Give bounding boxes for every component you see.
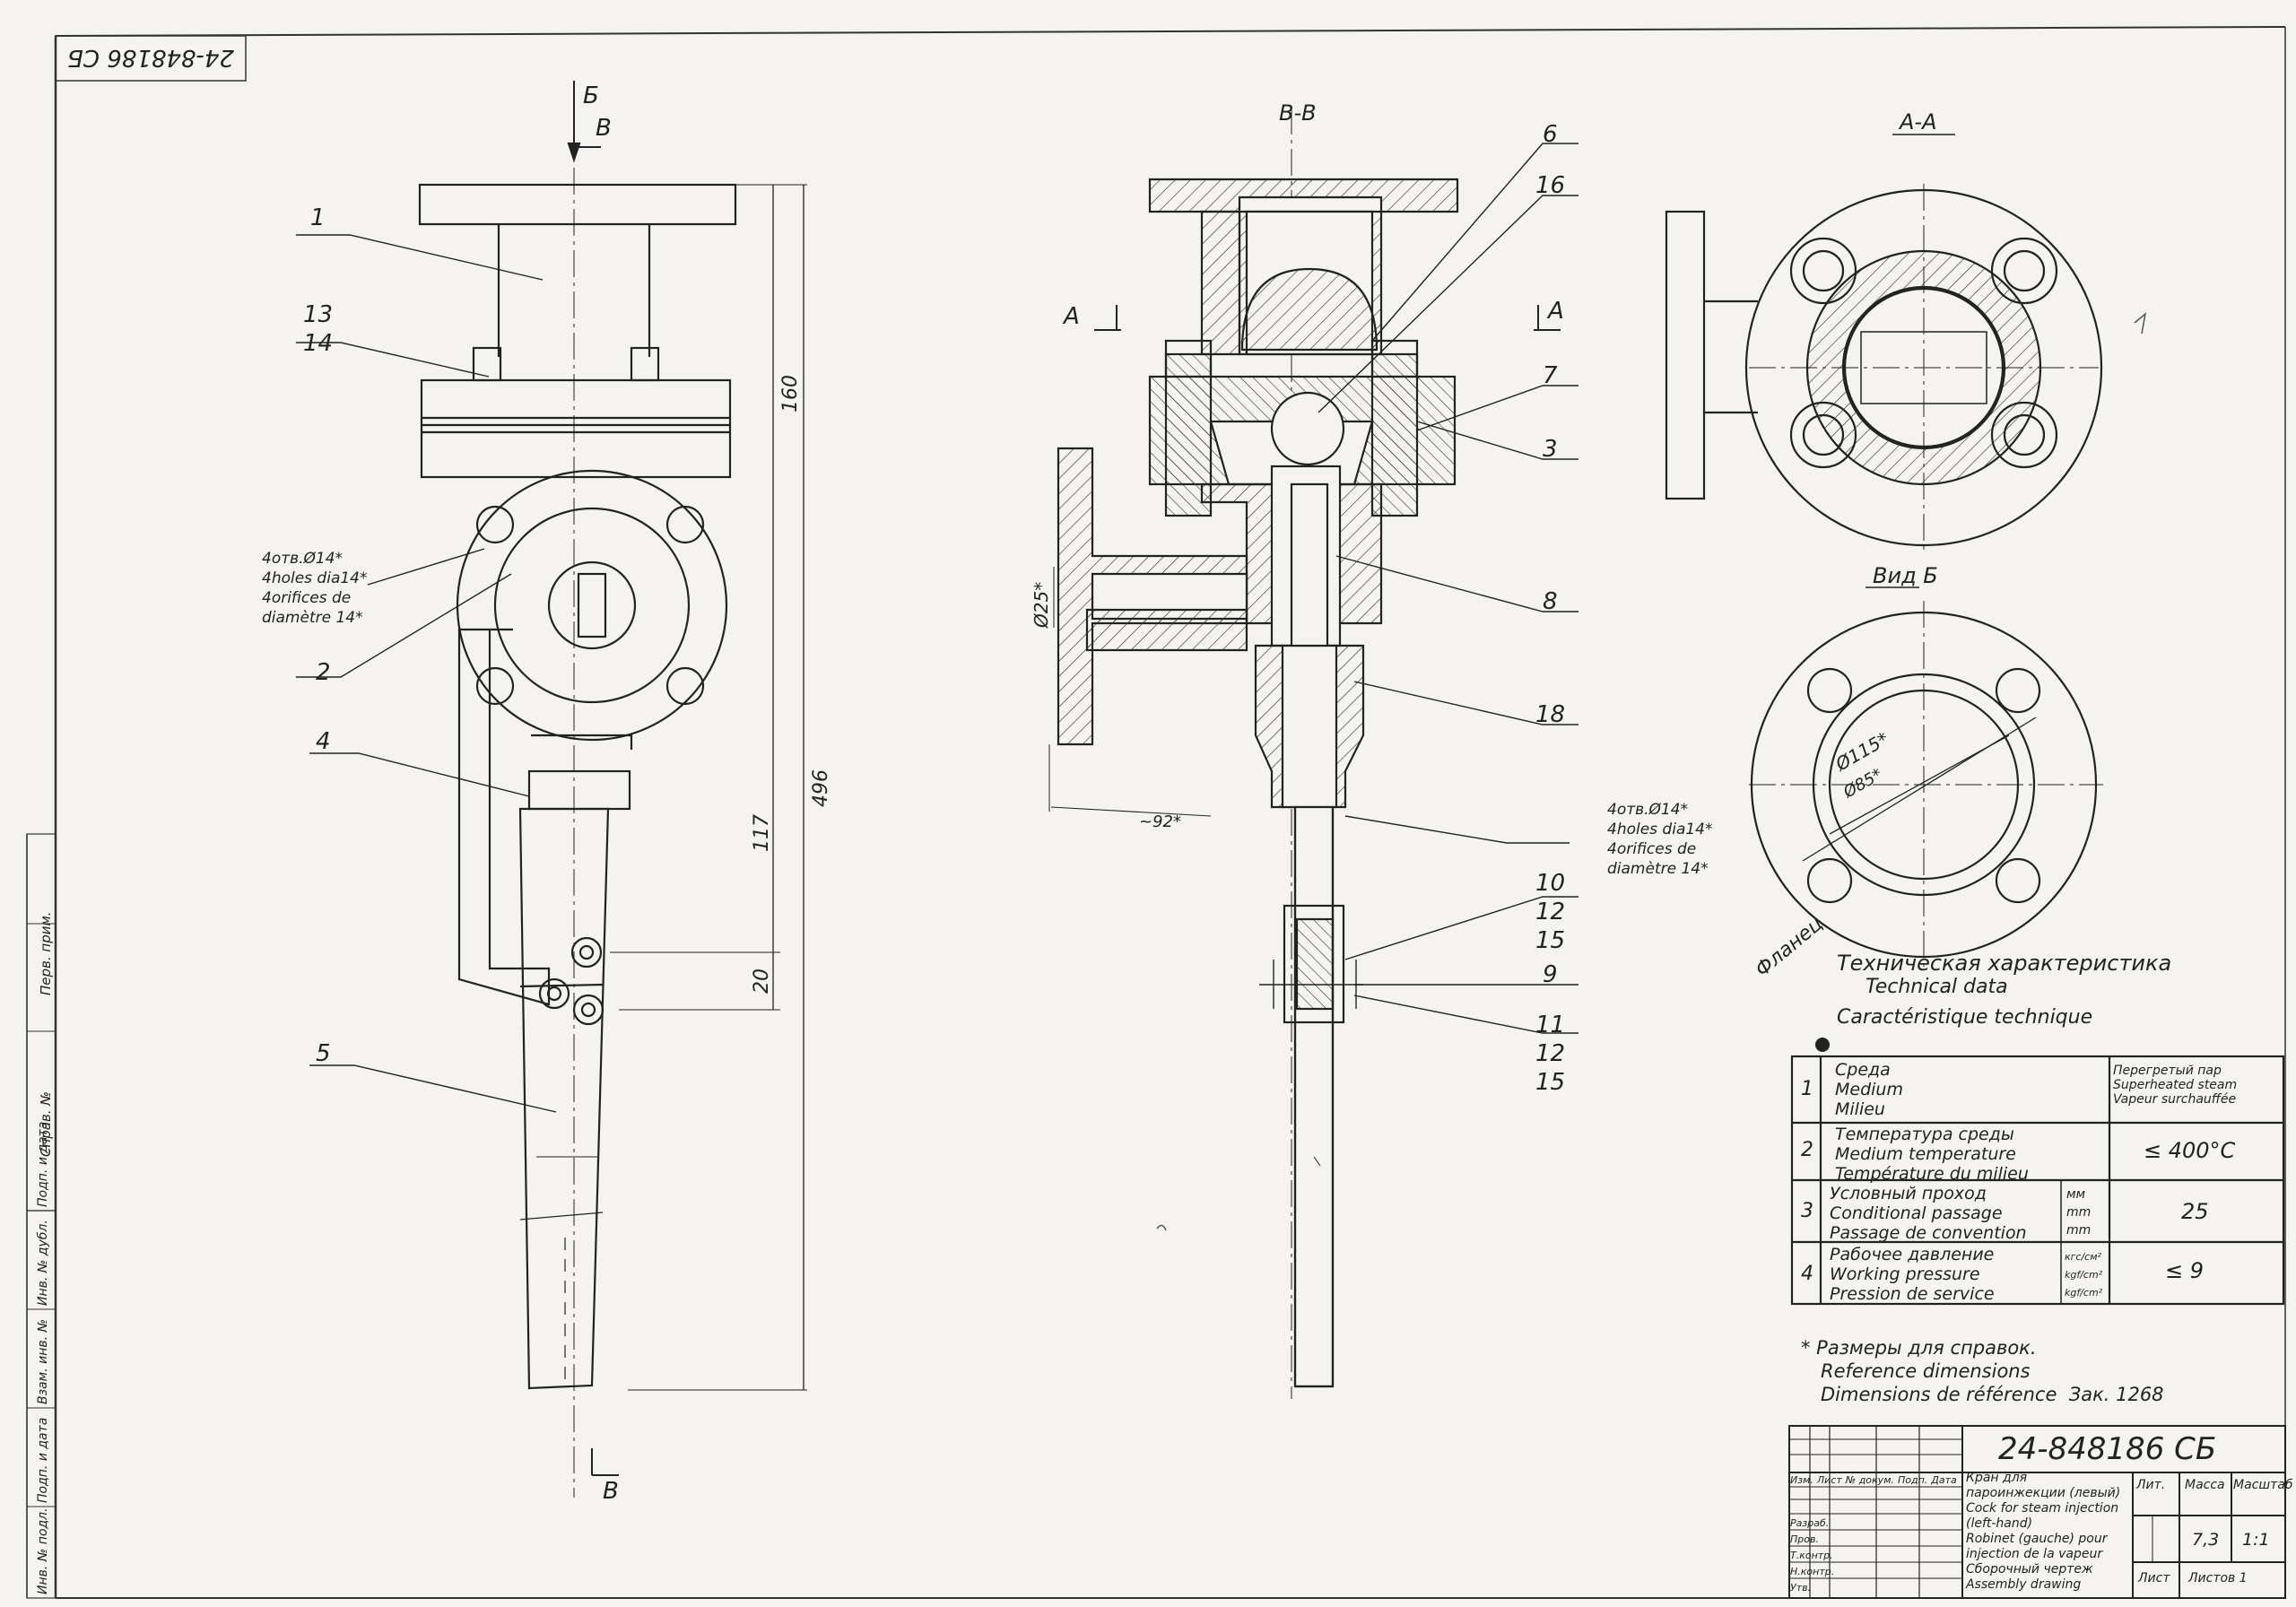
title-block-number: 24-848186 СБ [1998, 1431, 2217, 1467]
callout-12b: 12 [1535, 1040, 1566, 1067]
svg-text:Инв. № подл.: Инв. № подл. [36, 1507, 50, 1594]
section-a-a [1665, 134, 2103, 552]
side-stamps: Перв. прим. Справ. № Инв. № подл. Подп. … [36, 911, 54, 1594]
svg-text:Перв. прим.: Перв. прим. [38, 911, 54, 995]
dim-d115: Ø115* [1831, 728, 1892, 776]
dim-d25: Ø25* [1031, 582, 1052, 629]
title-block-scale: 1:1 [2242, 1530, 2270, 1550]
tech-data-title-ru: Техническая характеристика [1837, 951, 2172, 976]
arrow-label-a-left: А [1064, 303, 1080, 330]
callout-8: 8 [1543, 588, 1558, 615]
title-block-roles: Разраб.Пров.Т.контр.Н.контр.Утв. [1790, 1517, 1835, 1594]
section-title-a-a: А-А [1900, 109, 1937, 135]
callout-12a: 12 [1535, 899, 1566, 925]
callout-7: 7 [1543, 362, 1558, 389]
section-title-b-b: В-В [1279, 100, 1317, 126]
view-title-b: Вид Б [1873, 563, 1938, 588]
tech-data-title-en: Technical data [1866, 976, 2008, 998]
callout-14: 14 [303, 330, 334, 357]
reference-note: * Размеры для справок. Reference dimensi… [1801, 1337, 2164, 1405]
callout-5: 5 [316, 1040, 331, 1067]
dim-496: 496 [810, 769, 832, 807]
order-note: Зак. 1268 [2068, 1384, 2164, 1405]
svg-text:Подп. и дата: Подп. и дата [36, 1122, 50, 1207]
dim-117: 117 [751, 814, 773, 852]
tech-row-2-n: 2 [1801, 1139, 1813, 1161]
title-block-grid [1788, 1425, 2286, 1599]
tech-data-title-fr: Caractéristique technique [1837, 1006, 2093, 1029]
callout-16: 16 [1535, 172, 1566, 199]
front-view [418, 81, 807, 1498]
svg-text:Взам. инв. №: Взам. инв. № [36, 1319, 50, 1404]
sheet-frame [26, 26, 2286, 1599]
callout-15b: 15 [1535, 1069, 1566, 1096]
callout-6: 6 [1543, 121, 1558, 148]
view-b [1749, 586, 2103, 969]
callout-13: 13 [303, 301, 334, 328]
arrow-label-b: Б [583, 83, 599, 109]
arrow-label-a-right: А [1548, 298, 1564, 325]
tech-row-4-n: 4 [1801, 1263, 1813, 1285]
callout-15a: 15 [1535, 927, 1566, 954]
callout-4: 4 [316, 728, 331, 755]
title-block-head-lit: Лит. [2136, 1478, 2166, 1492]
title-block-head-scale: Масштаб [2233, 1478, 2293, 1492]
callout-3: 3 [1543, 436, 1558, 463]
tech-row-3-value: 25 [2181, 1199, 2209, 1224]
tech-row-2-value: ≤ 400°C [2144, 1138, 2236, 1163]
arrow-label-v: В [596, 115, 612, 142]
callout-2: 2 [316, 659, 331, 686]
tech-row-1-n: 1 [1801, 1078, 1813, 1100]
callout-9: 9 [1543, 961, 1558, 988]
pencil-marks [1156, 312, 2147, 1231]
callout-18: 18 [1535, 701, 1566, 728]
dim-20: 20 [751, 969, 773, 994]
dim-160: 160 [779, 375, 802, 413]
section-b-b [1048, 108, 1561, 1399]
callout-1: 1 [310, 204, 326, 231]
svg-text:Подп. и дата: Подп. и дата [36, 1418, 50, 1503]
callout-10: 10 [1535, 870, 1566, 897]
leaders-left [296, 234, 557, 1113]
callout-11: 11 [1535, 1012, 1566, 1038]
tech-row-4-value: ≤ 9 [2165, 1258, 2205, 1283]
tech-row-3-n: 3 [1801, 1200, 1813, 1222]
title-block-mass: 7,3 [2192, 1530, 2220, 1550]
pencil-note: Фланец [1752, 913, 1828, 982]
title-block-sheet: Лист [2138, 1571, 2170, 1585]
tech-table-grid [1790, 1055, 2285, 1306]
bolt-heads [1789, 237, 2058, 469]
dim-92: ~92* [1139, 812, 1181, 831]
doc-number-stamp: 24-848186 СБ [67, 44, 234, 71]
title-block-head-mass: Масса [2185, 1478, 2225, 1492]
leaders-center [1318, 143, 1578, 1034]
svg-text:Инв. № дубл.: Инв. № дубл. [36, 1220, 50, 1306]
svg-text:Справ. №: Справ. № [38, 1091, 54, 1157]
title-block-sheets: Листов 1 [2188, 1571, 2248, 1585]
arrow-label-v-bottom: В [603, 1478, 619, 1505]
